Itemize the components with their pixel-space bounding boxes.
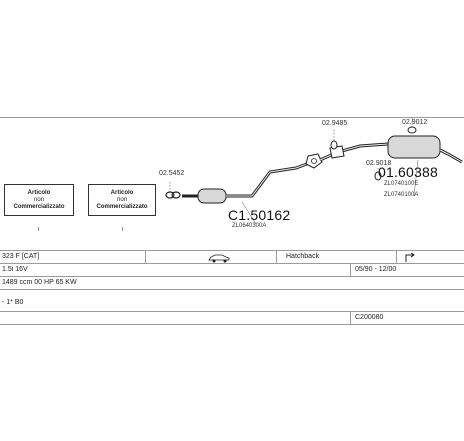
front-pipe-code: C1.50162 [228, 207, 291, 223]
front-pipe-icon [182, 160, 313, 204]
clamp-icon [165, 191, 181, 199]
part-ref-b: 02.9485 [322, 120, 348, 127]
tick-mark [122, 227, 123, 231]
hanger-icon [330, 126, 417, 181]
column-divider [350, 263, 351, 276]
top-divider [0, 117, 464, 118]
info-divider [0, 276, 464, 277]
model-label: 323 F [CAT] [2, 253, 40, 260]
car-icon [208, 254, 230, 263]
info-divider [0, 250, 464, 251]
column-divider [145, 250, 146, 263]
catalog-code: C200080 [355, 314, 384, 321]
exhaust-system-drawing [165, 118, 463, 225]
column-divider [396, 250, 397, 263]
info-divider [0, 311, 464, 312]
rear-silencer-ref1: ZL0740100E [384, 181, 419, 187]
unavailable-box-line2: non [116, 196, 127, 203]
rear-pipe-icon [319, 142, 389, 162]
info-divider [0, 324, 464, 325]
row4-label: - 1* B0 [2, 299, 24, 306]
unavailable-box-title: Articolo [110, 189, 134, 196]
front-pipe-ref: ZL0640300A [232, 223, 267, 229]
engine-label: 1.5i 16V [2, 266, 28, 273]
rear-silencer-code: 01.60388 [378, 164, 438, 180]
part-ref-d: 02.9018 [366, 160, 392, 167]
unavailable-box-line3: Commercializzato [96, 203, 148, 210]
rear-silencer-ref2: ZL0740100A [384, 192, 419, 198]
rear-silencer-icon [387, 135, 463, 164]
tick-mark [38, 227, 39, 231]
unavailable-box-title: Articolo [27, 189, 51, 196]
years-label: 05/90 - 12/00 [355, 266, 397, 273]
part-ref-c: 02.9012 [402, 119, 428, 126]
steering-icon [405, 253, 415, 262]
info-divider [0, 263, 464, 264]
unavailable-box-2: Articolo non Commercializzato [88, 184, 156, 216]
unavailable-box-1: Articolo non Commercializzato [4, 184, 74, 216]
flange-icon [305, 153, 323, 169]
part-ref-a: 02.5452 [159, 170, 185, 177]
body-type: Hatchback [286, 253, 320, 260]
unavailable-box-line2: non [33, 196, 44, 203]
column-divider [350, 311, 351, 324]
info-divider [0, 289, 464, 290]
unavailable-box-line3: Commercializzato [13, 203, 65, 210]
displacement-label: 1489 ccm 00 HP 65 KW [2, 279, 77, 286]
column-divider [276, 250, 277, 263]
